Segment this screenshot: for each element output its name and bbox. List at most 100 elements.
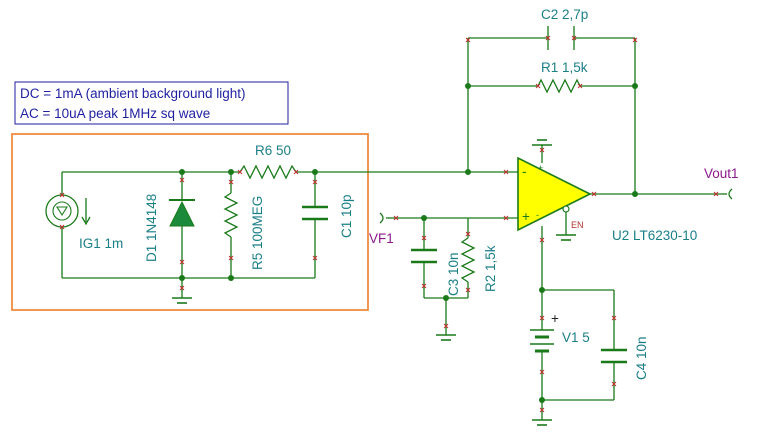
pin-marker (443, 323, 449, 329)
net-connector-icon (728, 188, 733, 200)
resistor-r1[interactable] (537, 78, 581, 94)
pin-marker (539, 315, 545, 321)
pin-marker (503, 169, 509, 175)
label-c4: C4 10n (634, 336, 649, 380)
pin-marker (577, 83, 583, 89)
pin-marker (237, 169, 243, 175)
ground-icon (532, 139, 552, 146)
opamp-u2[interactable]: - + + - (517, 156, 592, 232)
pin-marker (713, 191, 719, 197)
resistor-r5[interactable] (223, 192, 239, 238)
pin-marker (421, 283, 427, 289)
label-c3: C3 10n (446, 252, 461, 296)
pin-marker (465, 37, 471, 43)
pin-markers (59, 35, 719, 413)
ground-icon (532, 419, 552, 426)
pin-marker (312, 255, 318, 261)
photodiode-group-box (11, 133, 369, 311)
pin-marker (539, 237, 545, 243)
pin-marker (571, 35, 577, 41)
junction-dot (632, 83, 638, 89)
pin-marker (539, 407, 545, 413)
ground-icon (172, 297, 192, 304)
label-r6: R6 50 (255, 143, 291, 158)
source-triangle (56, 206, 68, 217)
junctions (179, 83, 638, 403)
current-source-ig1[interactable] (45, 194, 91, 228)
junction-dot (421, 215, 427, 221)
wires (61, 37, 722, 420)
net-label-vout1: Vout1 (704, 166, 739, 181)
pin-marker (179, 259, 185, 265)
enable-pin-bubble (562, 205, 570, 213)
pin-marker (393, 215, 399, 221)
label-d1: D1 1N4148 (144, 194, 159, 262)
opamp-plus-sign: + (522, 209, 530, 224)
pin-marker (503, 215, 509, 221)
ground-icon (436, 334, 456, 341)
junction-dot (443, 295, 449, 301)
resistor-r6[interactable] (239, 164, 297, 180)
label-r5: R5 100MEG (250, 196, 265, 270)
pin-marker (611, 315, 617, 321)
label-r2: R2 1,5k (483, 245, 498, 292)
opamp-supply-minus-sign: - (536, 210, 539, 220)
opamp-supply-plus-sign: + (538, 163, 543, 173)
pin-marker (421, 235, 427, 241)
label-c1: C1 10p (339, 194, 354, 238)
diode-triangle (169, 200, 195, 227)
source-inner-circle (52, 201, 72, 221)
capacitor-c3[interactable] (411, 248, 437, 264)
battery-plus-sign: + (551, 311, 559, 326)
pin-marker (312, 179, 318, 185)
ground-icon (556, 234, 576, 241)
junction-dot (179, 169, 185, 175)
label-c2: C2 2,7p (541, 7, 588, 22)
resistor-r2[interactable] (460, 237, 476, 283)
pin-marker (179, 285, 185, 291)
pin-marker (179, 177, 185, 183)
junction-dot (179, 275, 185, 281)
annotation-line-1: DC = 1mA (ambient background light) (20, 86, 246, 101)
pin-marker (545, 35, 551, 41)
net-connector-icon (379, 212, 384, 224)
capacitor-c1[interactable] (302, 205, 328, 221)
battery-v1[interactable] (530, 329, 554, 353)
pin-marker (228, 255, 234, 261)
junction-dot (312, 169, 318, 175)
annotation-border (14, 81, 289, 125)
pin-marker (539, 369, 545, 375)
label-u2: U2 LT6230-10 (612, 228, 697, 243)
label-v1: V1 5 (562, 330, 590, 345)
label-r1: R1 1,5k (541, 60, 588, 75)
junction-dot (539, 287, 545, 293)
pin-marker (611, 381, 617, 387)
pin-marker (228, 179, 234, 185)
annotation-line-2: AC = 10uA peak 1MHz sq wave (20, 106, 210, 121)
pin-marker (465, 231, 471, 237)
capacitor-c4[interactable] (601, 348, 627, 364)
opamp-triangle (517, 156, 592, 232)
junction-dot (539, 397, 545, 403)
opamp-minus-sign: - (522, 164, 527, 179)
junction-dot (465, 169, 471, 175)
arrow-down-icon (81, 216, 91, 226)
pin-marker (293, 169, 299, 175)
junction-dot (632, 191, 638, 197)
junction-dot (228, 169, 234, 175)
ground-symbols (172, 139, 576, 426)
enable-pin-label: EN (571, 220, 584, 230)
pin-marker (539, 147, 545, 153)
pin-marker (535, 83, 541, 89)
junction-dot (465, 83, 471, 89)
pin-marker (591, 191, 597, 197)
net-label-vf1: VF1 (369, 231, 394, 246)
pin-marker (59, 224, 65, 230)
pin-marker (632, 37, 638, 43)
pin-marker (59, 192, 65, 198)
pin-marker (465, 287, 471, 293)
diode-d1[interactable] (169, 199, 195, 227)
capacitor-c2[interactable] (547, 26, 575, 50)
